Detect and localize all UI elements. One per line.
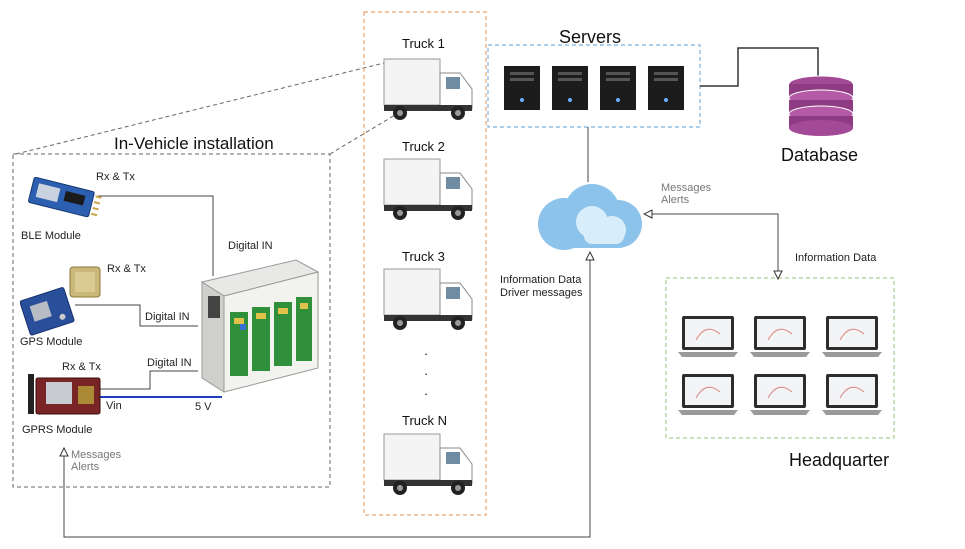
gps-module-label: GPS Module [20,336,83,348]
truck-3-icon [383,268,473,330]
in-vehicle-frame [12,153,331,488]
truck-n-icon [383,433,473,495]
gps-module-icon [20,266,101,336]
gprs-link [98,370,198,390]
server-rack-icons [504,66,684,110]
ble-module-icon [28,177,102,218]
vin-label: Vin [106,400,122,412]
ble-module-label: BLE Module [21,230,81,242]
hq-information-data-note: Information Data [795,252,877,264]
laptop-icon [678,316,738,357]
truck-1-icon [383,58,473,120]
laptop-grid [678,316,882,415]
gprs-alerts-note: Alerts [71,461,100,473]
zoom-line-bottom [329,114,396,155]
cloud-icon [538,184,642,250]
ellipsis-dot-3: · [424,386,429,401]
gps-link [75,304,198,327]
truck-2-icon [383,158,473,220]
controller-link-label: Digital IN [228,240,273,252]
controller-icon [200,259,320,393]
gprs-messages-note: Messages [71,449,122,461]
zoom-line-top [15,61,389,155]
in-vehicle-title: In-Vehicle installation [114,134,274,153]
cloud-driver-messages-note: Driver messages [500,287,583,299]
truck-n-label: Truck N [402,413,448,428]
gprs-module-label: GPRS Module [22,424,93,436]
gprs-link-label: Digital IN [147,357,192,369]
servers-title: Servers [559,27,622,47]
fleet-frame [363,11,487,516]
gprs-cloud-link [63,256,590,538]
database-label: Database [781,145,859,165]
cloud-hq-link [648,214,779,275]
servers-database-link [700,47,819,87]
gprs-module-icon [28,374,101,415]
cloud-information-data-note: Information Data [500,274,582,286]
cloud-alerts-note: Alerts [661,194,690,206]
gps-link-label: Digital IN [145,311,190,323]
gprs-port-label: Rx & Tx [62,361,101,373]
headquarter-label: Headquarter [789,450,890,470]
ble-link [98,195,214,276]
truck-1-label: Truck 1 [402,36,445,51]
truck-2-label: Truck 2 [402,139,445,154]
gps-port-label: Rx & Tx [107,263,146,275]
server-icon [504,66,540,110]
truck-3-label: Truck 3 [402,249,445,264]
cloud-messages-note: Messages [661,182,712,194]
ble-port-label: Rx & Tx [96,171,135,183]
ellipsis-dot-1: · [424,346,429,361]
voltage-label: 5 V [195,401,212,413]
database-icon [788,75,854,136]
ellipsis-dot-2: · [424,366,429,381]
